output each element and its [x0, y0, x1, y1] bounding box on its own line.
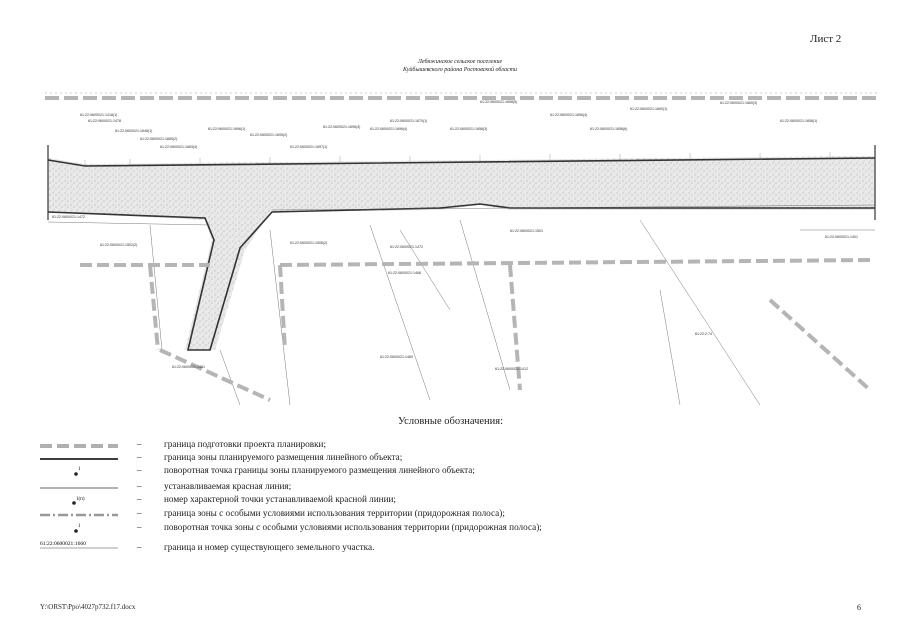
- parcel-label: 61:22:0600021:1506(2): [290, 241, 327, 245]
- parcel-label: 61:22:0600021:1660(3): [720, 101, 757, 105]
- planning-map-drawing: 61:22:0600021:1418(1) 61:22:0600021:1478…: [45, 92, 880, 405]
- legend-dash: –: [137, 494, 142, 504]
- legend-row: – граница зоны планируемого размещения л…: [40, 452, 740, 466]
- parcel-label: 61:22:0600021:1418(1): [80, 113, 117, 117]
- parcel-label: 61:22:0600021:1648(1): [115, 129, 152, 133]
- legend-row: – граница подготовки проекта планировки;: [40, 439, 740, 453]
- parcel-label: 61:22:0600021:1401: [825, 235, 858, 239]
- planning-map: 61:22:0600021:1418(1) 61:22:0600021:1478…: [40, 60, 890, 405]
- legend-row: 1(п) – номер характерной точки устанавли…: [40, 494, 740, 508]
- parcel-label: 61:22:0600021:1660(1): [630, 107, 667, 111]
- legend-text: граница подготовки проекта планировки;: [164, 439, 327, 449]
- red-point-number: 1(п): [76, 497, 85, 502]
- linear-object-zone-boundary-bottom: [47, 203, 875, 351]
- parcel-label: 61:22:0600021:1658(5): [480, 100, 517, 104]
- parcel-label: 61:22:0600021:1696(3): [323, 125, 360, 129]
- legend-text: номер характерной точки устанавливаемой …: [164, 494, 396, 504]
- parcel-label: 61:22:0600021:1478: [88, 119, 121, 123]
- parcel-label: 61:22:0600021:1656(4): [550, 113, 587, 117]
- roadside-zone-symbol: [40, 508, 120, 522]
- legend-text: граница зоны планируемого размещения лин…: [164, 452, 403, 462]
- planning-boundary-symbol: [40, 439, 120, 453]
- zone-point-symbol: 1: [40, 465, 120, 479]
- parcel-labels-bottom: 61:22:0600021:1472 61:22:0600021:1502(2)…: [52, 215, 858, 371]
- legend-text: поворотная точка границы зоны планируемо…: [164, 465, 475, 475]
- parcel-label: 61:22:0600021:1501: [510, 229, 543, 233]
- legend-dash: –: [137, 522, 142, 532]
- parcel-label: 61:22:0600021:1685(2): [140, 137, 177, 141]
- roadside-point-symbol: 1: [40, 522, 120, 536]
- legend-dash: –: [137, 465, 142, 475]
- zone-boundary-symbol: [40, 452, 120, 466]
- sheet-label: Лист 2: [810, 33, 842, 45]
- planning-boundary-right: [279, 258, 876, 267]
- legend-text: граница и номер существующего земельного…: [164, 542, 375, 552]
- parcel-label: 61:22:0600021:1670(1): [390, 119, 427, 123]
- parcel-boundary-symbol: 61:22:0600021:1660: [40, 539, 120, 553]
- legend-row: 1 – поворотная точка зоны с особыми усло…: [40, 522, 740, 536]
- parcel-label: 61:22:0600021:1695(2): [250, 133, 287, 137]
- parcel-label: 61:22:0600021:1696(4): [370, 127, 407, 131]
- point-number: 1: [78, 467, 81, 472]
- parcel-label: 61:22:0600021:1658(1): [780, 119, 817, 123]
- legend-dash: –: [137, 481, 142, 491]
- parcel-label: 61:22:0600021:1683(4): [160, 145, 197, 149]
- map-caption: Лебяжинское сельское поселение Куйбышевс…: [380, 58, 540, 74]
- parcel-label: 61:22:0600021:1658(3): [450, 127, 487, 131]
- parcel-label: 61:22:0600021:1468: [388, 271, 421, 275]
- parcel-label: 61:22:0600021:1469: [380, 355, 413, 359]
- parcel-labels-top: 61:22:0600021:1418(1) 61:22:0600021:1478…: [80, 100, 817, 149]
- legend-text: поворотная точка зоны с особыми условиям…: [164, 522, 542, 532]
- cadastral-lines: [47, 204, 876, 405]
- legend-row: – устанавливаемая красная линия;: [40, 481, 740, 495]
- parcel-label: 61:22:0600021:1658(6): [590, 127, 627, 131]
- parcel-label: 61:22:0600021:1502(2): [100, 243, 137, 247]
- legend-row: 1 – поворотная точка границы зоны планир…: [40, 465, 740, 479]
- parcel-label: 61:22:0600021:1472: [390, 245, 423, 249]
- parcel-label: 61:22:0600021:1697(1): [290, 145, 327, 149]
- legend-title: Условные обозначения:: [398, 416, 504, 427]
- parcel-label: 61:22:0600021:1696(1): [208, 127, 245, 131]
- parcel-label: 61:22:0600021:1412: [495, 367, 528, 371]
- map-caption-line1: Лебяжинское сельское поселение: [417, 59, 503, 65]
- file-path: Y:\ORST\Ppo\4027p732.f17.docx: [40, 603, 136, 611]
- parcel-label: 61:22:0600021:1472: [52, 215, 85, 219]
- map-caption-line2: Куйбышевского района Ростовской области: [403, 67, 517, 73]
- legend-dash: –: [137, 508, 142, 518]
- zone-point-number: 1: [78, 524, 81, 529]
- road-zone: [48, 156, 875, 350]
- legend-dash: –: [137, 439, 142, 449]
- parcel-label: 61:22:0600021:1481: [172, 365, 205, 369]
- legend-row: – граница зоны с особыми условиями испол…: [40, 508, 740, 522]
- red-line-point-symbol: 1(п): [40, 494, 120, 508]
- page-number: 6: [857, 603, 861, 612]
- red-line-symbol: [40, 481, 120, 495]
- legend-dash: –: [137, 452, 142, 462]
- legend-row: 61:22:0600021:1660 – граница и номер сущ…: [40, 539, 740, 553]
- legend-text: граница зоны с особыми условиями использ…: [164, 508, 505, 518]
- legend-text: устанавливаемая красная линия;: [164, 481, 292, 491]
- parcel-label: 61:22:2:74: [695, 332, 712, 336]
- parcel-sample-label: 61:22:0600021:1660: [40, 541, 86, 547]
- legend-dash: –: [137, 542, 142, 552]
